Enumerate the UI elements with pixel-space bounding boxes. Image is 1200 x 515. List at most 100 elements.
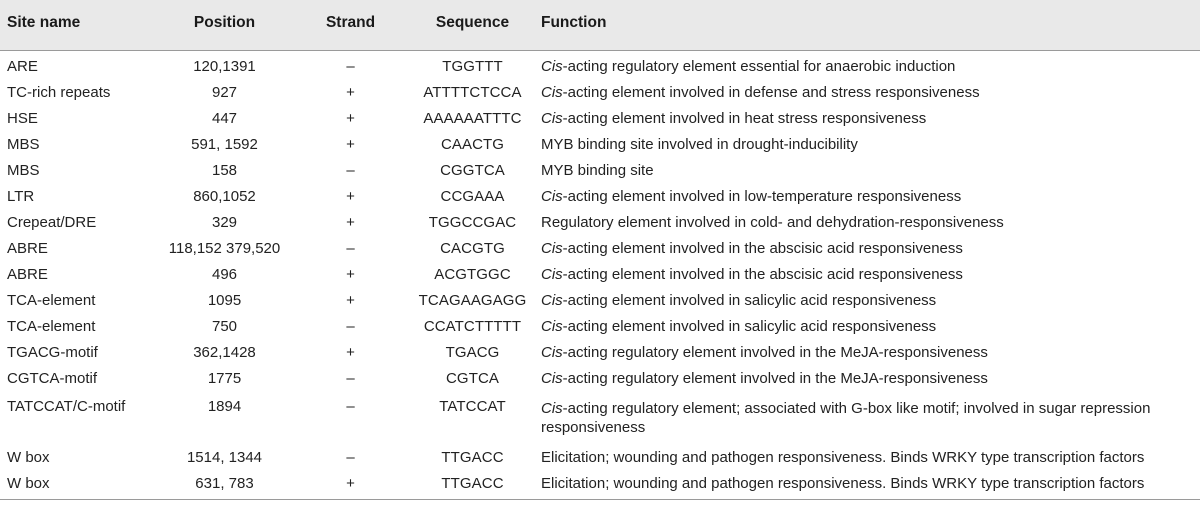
cell-function: Elicitation; wounding and pathogen respo… — [541, 445, 1200, 471]
header-sequence: Sequence — [404, 0, 541, 51]
cell-function: Cis-acting regulatory element involved i… — [541, 366, 1200, 392]
cell-function: Cis-acting element involved in salicylic… — [541, 288, 1200, 314]
cell-sequence: AAAAAATTTC — [423, 110, 522, 127]
cell-sequence: CGTCA — [446, 370, 499, 387]
cell-position: 1894 — [207, 397, 242, 415]
cell-strand: + — [297, 470, 404, 500]
cell-position: 750 — [211, 318, 238, 335]
cell-strand: – — [346, 449, 355, 466]
cell-site-name: Crepeat/DRE — [7, 214, 97, 231]
cell-strand: + — [346, 110, 355, 127]
cell-function: Cis-acting element involved in the absci… — [541, 262, 1200, 288]
header-site-name: Site name — [0, 0, 152, 51]
cell-sequence: CAACTG — [440, 136, 505, 153]
cell-function: Cis-acting element involved in defense a… — [541, 80, 1200, 106]
cell-position: 118,152 379,520 — [168, 240, 281, 257]
cell-sequence: TCAGAAGAGG — [418, 292, 527, 309]
cell-function: Cis-acting regulatory element; associate… — [541, 392, 1200, 445]
header-strand: Strand — [297, 0, 404, 51]
cell-sequence: ACGTGGC — [434, 266, 511, 283]
table-row: W box 1514, 1344 – TTGACC Elicitation; wound… — [0, 445, 1200, 471]
cell-site-name: ABRE — [7, 240, 48, 257]
cell-position: 1775 — [207, 370, 242, 387]
table-row: TATCCAT/C-motif 1894 – TATCCAT Cis-acting re… — [0, 392, 1200, 445]
cell-sequence: TGACG — [445, 344, 500, 361]
cell-strand: + — [346, 266, 355, 283]
cell-site-name: TC-rich repeats — [7, 84, 111, 101]
cell-site-name: MBS — [7, 136, 40, 153]
cell-strand: + — [346, 188, 355, 205]
function-text: -acting regulatory element essential for… — [562, 58, 956, 75]
cell-position: 927 — [211, 84, 238, 101]
cell-position: 447 — [211, 110, 238, 127]
cell-function: Cis-acting element involved in low-tempe… — [541, 184, 1200, 210]
cell-sequence: CACGTG — [440, 240, 505, 257]
function-text: -acting element involved in salicylic ac… — [562, 292, 937, 309]
function-italic-prefix: Cis — [541, 400, 563, 417]
cell-site-name: MBS — [7, 162, 40, 179]
cell-position: 860,1052 — [193, 188, 256, 205]
cell-site-name: TATCCAT/C-motif — [7, 397, 126, 415]
cell-site-name: W box — [0, 470, 152, 500]
table-row: TC-rich repeats 927 + ATTTTCTCCA Cis-acting … — [0, 80, 1200, 106]
cell-site-name: CGTCA-motif — [7, 370, 97, 387]
function-italic-prefix: Cis — [541, 344, 563, 361]
function-text: -acting regulatory element involved in t… — [562, 370, 988, 387]
cell-position: 158 — [211, 162, 238, 179]
cell-sequence: TTGACC — [441, 449, 504, 466]
function-italic-prefix: Cis — [541, 58, 563, 75]
cell-position: 591, 1592 — [191, 136, 258, 153]
function-text: Elicitation; wounding and pathogen respo… — [541, 475, 1145, 492]
cell-position: 1514, 1344 — [186, 449, 263, 466]
function-italic-prefix: Cis — [541, 110, 563, 127]
cell-strand: – — [346, 397, 355, 415]
function-text: Elicitation; wounding and pathogen respo… — [541, 449, 1145, 466]
cell-function: Cis-acting regulatory element essential … — [541, 50, 1200, 80]
cell-position: 329 — [211, 214, 238, 231]
function-italic-prefix: Cis — [541, 188, 563, 205]
cell-function: Cis-acting element involved in heat stre… — [541, 106, 1200, 132]
cell-sequence: ATTTTCTCCA — [423, 84, 522, 101]
cell-position: 631, 783 — [152, 470, 297, 500]
function-text: MYB binding site involved in drought-ind… — [541, 136, 858, 153]
cell-strand: + — [346, 344, 355, 361]
cell-sequence: TGGCCGAC — [428, 214, 517, 231]
cell-sequence: CCGAAA — [440, 188, 505, 205]
cell-strand: + — [346, 84, 355, 101]
header-function: Function — [541, 0, 1200, 51]
function-text: -acting element involved in defense and … — [562, 84, 980, 101]
cell-site-name: W box — [7, 449, 50, 466]
function-text: -acting element involved in salicylic ac… — [562, 318, 937, 335]
table-row: Crepeat/DRE 329 + TGGCCGAC Regulatory elemen… — [0, 210, 1200, 236]
cell-sequence: CGGTCA — [440, 162, 505, 179]
cell-strand: – — [346, 162, 355, 179]
cell-function: Elicitation; wounding and pathogen respo… — [541, 470, 1200, 500]
cell-strand: – — [346, 318, 355, 335]
function-italic-prefix: Cis — [541, 292, 563, 309]
cell-site-name: TGACG-motif — [7, 344, 98, 361]
function-text: -acting element involved in the abscisic… — [562, 240, 963, 257]
cell-strand: + — [346, 214, 355, 231]
cell-sequence: TATCCAT — [439, 397, 506, 415]
cell-site-name: ABRE — [7, 266, 48, 283]
function-italic-prefix: Cis — [541, 240, 563, 257]
table-row: HSE 447 + AAAAAATTTC Cis-acting element invo… — [0, 106, 1200, 132]
header-position: Position — [152, 0, 297, 51]
cell-site-name: ARE — [7, 58, 38, 75]
cell-site-name: HSE — [7, 110, 38, 127]
function-text: Regulatory element involved in cold- and… — [541, 214, 1004, 231]
function-text: -acting element involved in the abscisic… — [562, 266, 963, 283]
function-text: -acting regulatory element; associated w… — [541, 400, 1151, 436]
cell-site-name: TCA-element — [7, 292, 96, 309]
cell-strand: + — [346, 292, 355, 309]
function-italic-prefix: Cis — [541, 318, 563, 335]
